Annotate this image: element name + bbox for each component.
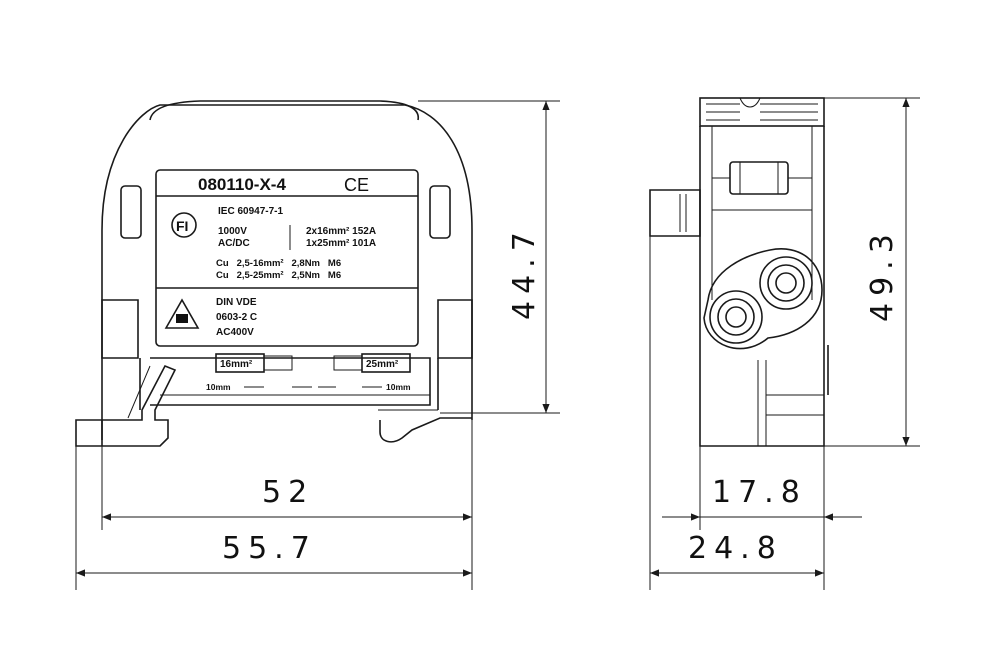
- fi-logo-icon: [171, 212, 197, 238]
- cu-row-1-text: Cu 2,5-16mm² 2,8Nm M6: [216, 258, 341, 269]
- front-dimensions: 44.7 52 55.7: [75, 100, 560, 590]
- side-inner-width-label: 17.8: [712, 475, 807, 510]
- voltage-text: 1000V: [218, 226, 247, 237]
- front-label-plate: [155, 169, 419, 347]
- strip-right-text: 10mm: [386, 382, 411, 392]
- side-view: [649, 97, 829, 590]
- part-number-text: 080110-X-4: [198, 175, 286, 194]
- strip-left-text: 10mm: [206, 382, 231, 392]
- screw-holes-outline: [703, 248, 823, 350]
- rating-1-text: 2x16mm² 152A: [306, 226, 376, 237]
- din-vde-text: DIN VDE: [216, 297, 257, 308]
- terminal-box-right: [361, 353, 411, 373]
- fi-mark: FI: [176, 218, 188, 234]
- side-outer-width-label: 24.8: [688, 531, 783, 566]
- box-right-text: 25mm²: [366, 359, 399, 370]
- side-top-caps: [699, 97, 825, 127]
- ce-mark: CE: [344, 175, 369, 195]
- front-inner-width-label: 52: [262, 475, 314, 510]
- current-type-text: AC/DC: [218, 238, 250, 249]
- rating-2-text: 1x25mm² 101A: [306, 238, 376, 249]
- front-view: 080110-X-4 CE FI IEC 60947-7-1 1000V AC/…: [75, 100, 473, 447]
- screw-hole-left-icon: [709, 290, 763, 344]
- cu-row-2-text: Cu 2,5-25mm² 2,5Nm M6: [216, 270, 341, 281]
- din-number-text: 0603-2 C: [216, 312, 257, 323]
- side-height-label: 49.3: [865, 227, 900, 322]
- box-left-text: 16mm²: [220, 359, 253, 370]
- warning-triangle-icon: [164, 298, 200, 329]
- front-outer-width-label: 55.7: [222, 531, 317, 566]
- side-dimensions: 49.3 17.8 24.8: [650, 97, 920, 590]
- front-height-label: 44.7: [507, 225, 542, 320]
- ac-voltage-text: AC400V: [216, 327, 254, 338]
- screw-hole-right-icon: [759, 256, 813, 310]
- standard-text: IEC 60947-7-1: [218, 206, 283, 217]
